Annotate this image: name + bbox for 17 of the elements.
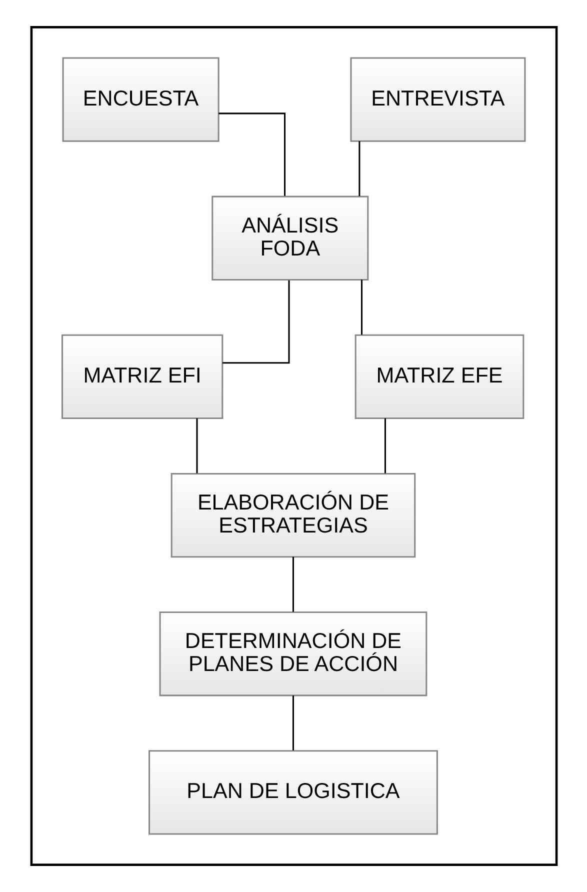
node-box: MATRIZ EFI bbox=[61, 334, 223, 420]
node-box: MATRIZ EFE bbox=[354, 334, 524, 420]
node-box: ELABORACIÓN DE ESTRATEGIAS bbox=[170, 472, 416, 558]
connector bbox=[218, 112, 286, 196]
connector bbox=[384, 418, 386, 474]
connector bbox=[222, 280, 290, 364]
node-box: DETERMINACIÓN DE PLANES DE ACCIÓN bbox=[158, 612, 427, 696]
connector bbox=[292, 695, 294, 750]
node-box: PLAN DE LOGISTICA bbox=[148, 750, 438, 835]
connector bbox=[358, 141, 360, 196]
cluster bbox=[30, 26, 558, 866]
node-box: ENCUESTA bbox=[62, 57, 219, 142]
connector bbox=[196, 418, 198, 474]
connector bbox=[360, 280, 362, 335]
node-box: ENTREVISTA bbox=[350, 57, 526, 142]
node-box: ANÁLISIS FODA bbox=[211, 196, 368, 280]
connector bbox=[292, 556, 294, 612]
